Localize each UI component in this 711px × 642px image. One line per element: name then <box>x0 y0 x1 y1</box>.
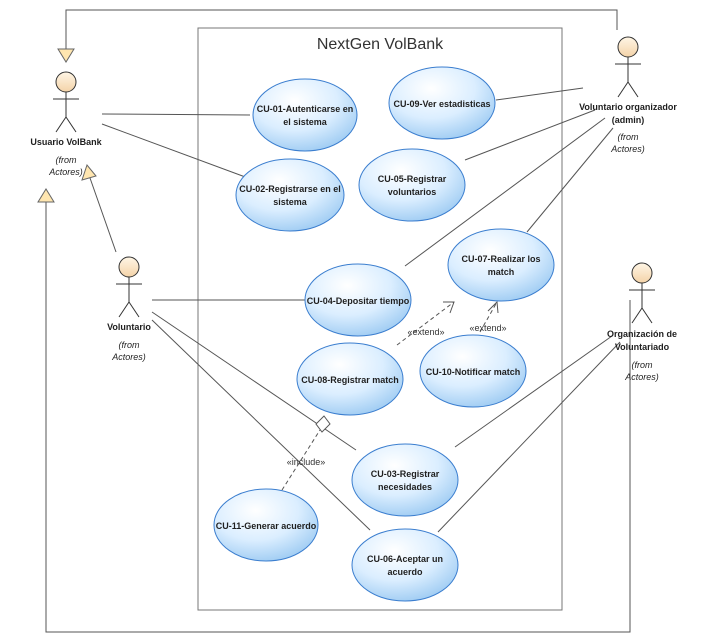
svg-text:match: match <box>488 267 515 277</box>
svg-text:CU-03-Registrar: CU-03-Registrar <box>371 469 440 479</box>
extend-arrowhead <box>487 300 499 314</box>
actor-name: (admin) <box>612 115 645 125</box>
association <box>437 341 621 533</box>
actor-from: Actores) <box>624 372 659 382</box>
svg-text:CU-06-Aceptar un: CU-06-Aceptar un <box>367 554 443 564</box>
svg-text:CU-09-Ver estadisticas: CU-09-Ver estadisticas <box>393 99 490 109</box>
stick-figure-icon <box>615 36 641 98</box>
generalization-organizador-usuario <box>65 9 618 55</box>
svg-text:CU-07-Realizar los: CU-07-Realizar los <box>461 254 540 264</box>
stick-figure-icon <box>53 71 79 133</box>
actor-from: (from <box>632 360 654 370</box>
actor-name: Usuario VolBank <box>30 137 102 147</box>
use-case-cu06[interactable]: CU-06-Aceptar un acuerdo <box>351 528 459 602</box>
actor-from: (from <box>56 155 78 165</box>
actor-organizacion-voluntariado[interactable]: Organización de Voluntariado (from Actor… <box>607 262 677 382</box>
extend-arrowhead <box>443 301 455 314</box>
actor-voluntario[interactable]: Voluntario (from Actores) <box>107 256 151 362</box>
actor-from: (from <box>119 340 141 350</box>
generalization-voluntario-usuario <box>89 177 117 253</box>
association <box>454 335 613 448</box>
association <box>464 109 596 161</box>
generalization-arrowhead <box>37 188 55 203</box>
use-case-cu01[interactable]: CU-01-Autenticarse en el sistema <box>252 78 358 152</box>
actor-name: Voluntario <box>107 322 151 332</box>
extend-dependency <box>396 301 455 346</box>
stereotype-extend: «extend» <box>407 327 444 337</box>
use-case-cu09[interactable]: CU-09-Ver estadisticas <box>388 66 496 140</box>
svg-text:sistema: sistema <box>273 197 308 207</box>
association <box>526 127 614 233</box>
stick-figure-icon <box>629 262 655 324</box>
use-case-cu03[interactable]: CU-03-Registrar necesidades <box>351 443 459 517</box>
system-title: NextGen VolBank <box>317 36 444 53</box>
use-case-cu05[interactable]: CU-05-Registrar voluntarios <box>358 148 466 222</box>
include-arrowhead <box>315 415 331 433</box>
actor-from: Actores) <box>610 144 645 154</box>
svg-text:el sistema: el sistema <box>283 117 328 127</box>
stick-figure-icon <box>116 256 142 318</box>
actor-name: Voluntariado <box>615 342 670 352</box>
use-case-cu11[interactable]: CU-11-Generar acuerdo <box>213 488 319 562</box>
svg-text:CU-10-Notificar match: CU-10-Notificar match <box>426 367 521 377</box>
generalization-arrowhead <box>57 48 75 63</box>
actor-usuario-volbank[interactable]: Usuario VolBank (from Actores) <box>30 71 103 177</box>
stereotype-include: «include» <box>287 457 326 467</box>
association <box>151 319 371 531</box>
use-case-cu08[interactable]: CU-08-Registrar match <box>296 342 404 416</box>
association <box>495 87 584 101</box>
actor-voluntario-organizador[interactable]: Voluntario organizador (admin) (from Act… <box>579 36 677 154</box>
actor-name: Organización de <box>607 329 677 339</box>
use-case-cu10[interactable]: CU-10-Notificar match <box>419 334 527 408</box>
use-case-cu04[interactable]: CU-04-Depositar tiempo <box>304 263 412 337</box>
actor-name: Voluntario organizador <box>579 102 677 112</box>
svg-text:CU-11-Generar acuerdo: CU-11-Generar acuerdo <box>216 521 317 531</box>
svg-text:acuerdo: acuerdo <box>387 567 423 577</box>
generalization-organizacion-usuario <box>45 200 631 633</box>
svg-text:necesidades: necesidades <box>378 482 432 492</box>
svg-text:CU-05-Registrar: CU-05-Registrar <box>378 174 447 184</box>
extend-dependency <box>479 301 498 333</box>
actor-from: Actores) <box>111 352 146 362</box>
use-case-cu02[interactable]: CU-02-Registrarse en el sistema <box>235 158 345 232</box>
association <box>101 123 249 179</box>
use-case-cu07[interactable]: CU-07-Realizar los match <box>447 228 555 302</box>
actor-from: (from <box>618 132 640 142</box>
association <box>404 117 606 267</box>
svg-text:CU-08-Registrar match: CU-08-Registrar match <box>301 375 399 385</box>
stereotype-extend: «extend» <box>469 323 506 333</box>
svg-text:CU-01-Autenticarse en: CU-01-Autenticarse en <box>257 104 354 114</box>
include-dependency <box>281 429 321 491</box>
svg-text:CU-04-Depositar tiempo: CU-04-Depositar tiempo <box>307 296 410 306</box>
association <box>101 113 251 116</box>
actor-from: Actores) <box>48 167 83 177</box>
generalization-arrowhead <box>81 163 97 181</box>
svg-text:CU-02-Registrarse en el: CU-02-Registrarse en el <box>239 184 341 194</box>
svg-text:voluntarios: voluntarios <box>388 187 437 197</box>
